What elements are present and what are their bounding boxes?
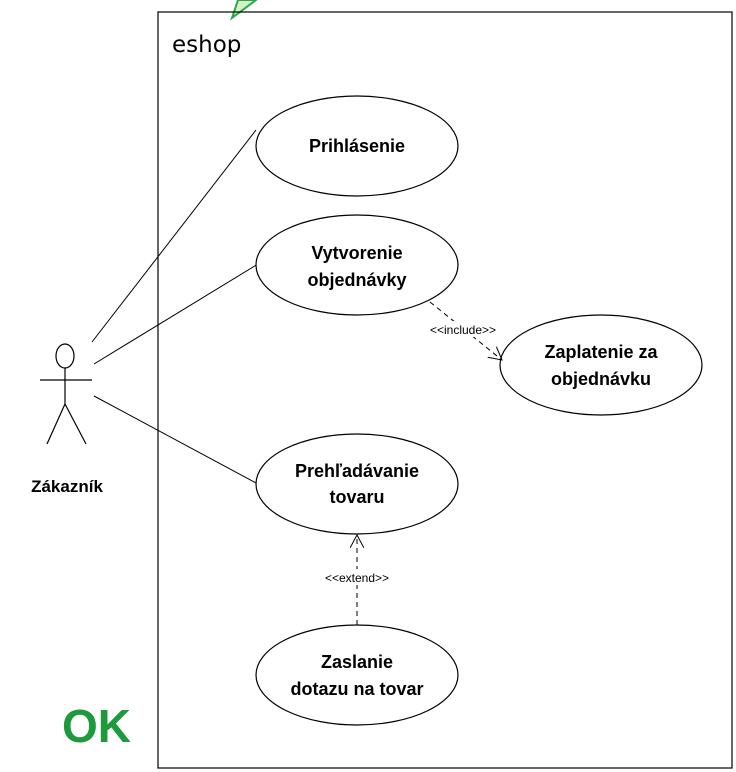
- system-boundary: [157, 11, 733, 769]
- uc-inquiry: [255, 624, 459, 726]
- uc-inquiry-label-2: dotazu na tovar: [290, 679, 423, 699]
- actor-leg-left: [46, 403, 66, 445]
- actor-name: Zákazník: [31, 477, 103, 496]
- uc-login-label: Prihlásenie: [309, 136, 405, 156]
- assoc-browse: [93, 395, 259, 485]
- actor-figure: [40, 343, 92, 445]
- assoc-login: [91, 129, 257, 343]
- include-label: <<include>>: [430, 323, 496, 337]
- uc-browse-label-1: Prehľadávanie: [295, 461, 419, 481]
- green-arrow-fragment: [230, 0, 258, 21]
- extend-label: <<extend>>: [325, 571, 389, 585]
- uc-create-order-label-2: objednávky: [307, 270, 406, 290]
- actor-head: [55, 343, 75, 369]
- uc-create-order-label-1: Vytvorenie: [311, 243, 402, 263]
- uc-browse-label-2: tovaru: [329, 487, 384, 507]
- ok-stamp: OK: [62, 700, 131, 752]
- actor-leg-right: [64, 403, 87, 445]
- assoc-create-order: [93, 263, 259, 365]
- uc-login: [255, 95, 459, 197]
- uc-inquiry-label-1: Zaslanie: [321, 652, 393, 672]
- system-title: eshop: [172, 32, 241, 58]
- uc-pay-order-label-1: Zaplatenie za: [544, 342, 658, 362]
- uc-browse: [255, 433, 459, 535]
- associations: [91, 129, 259, 485]
- uc-pay-order-label-2: objednávku: [551, 369, 651, 389]
- uc-pay-order: [499, 314, 703, 416]
- uc-create-order: [255, 214, 459, 316]
- include-label-bg: [420, 321, 506, 337]
- extend-label-bg: [314, 569, 400, 585]
